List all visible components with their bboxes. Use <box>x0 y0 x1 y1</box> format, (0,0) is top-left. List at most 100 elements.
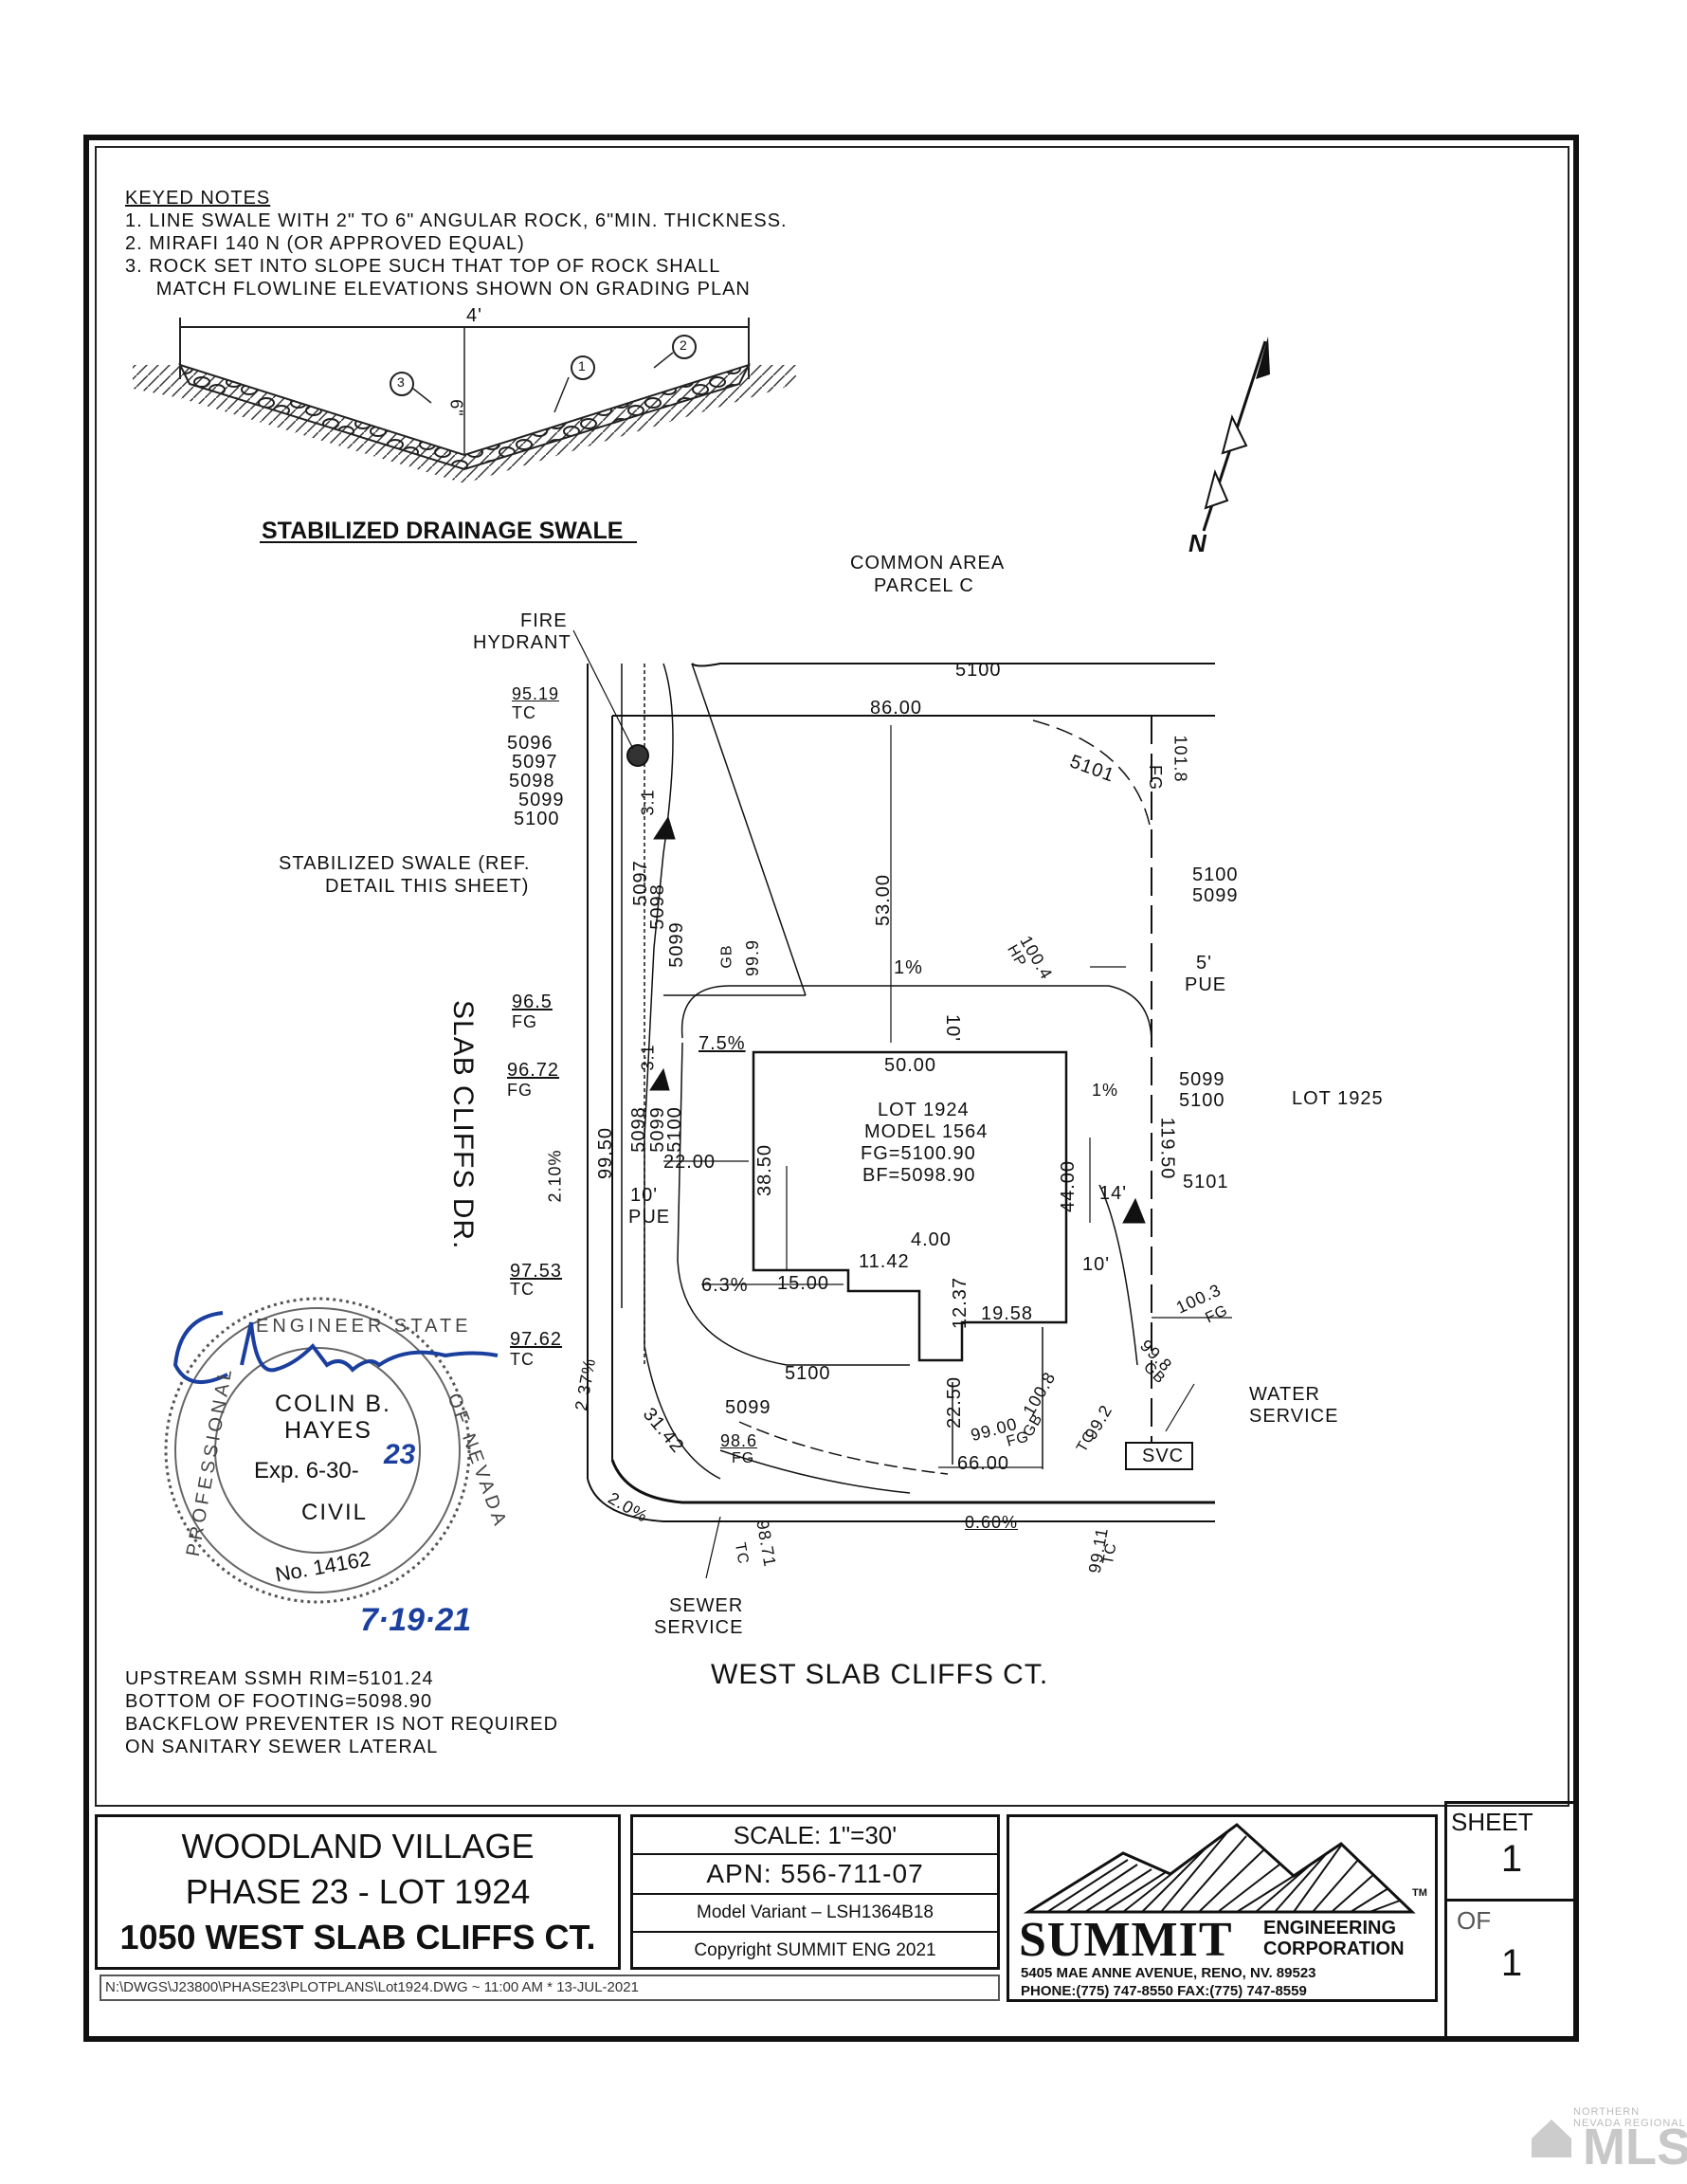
stabilized-swale-ref: DETAIL THIS SHEET) <box>325 876 530 897</box>
engineer-seal <box>164 1297 471 1604</box>
elev-95-19: 95.19 <box>512 684 560 703</box>
water-label: WATER <box>1249 1384 1320 1405</box>
pue-5-text: PUE <box>1185 974 1227 995</box>
model-variant-text: Model Variant – LSH1364B18 <box>633 1895 997 1933</box>
model-label: MODEL 1564 <box>864 1121 989 1142</box>
dim-22-50: 22.50 <box>944 1375 966 1429</box>
lot-1924-label: LOT 1924 <box>878 1100 970 1120</box>
seal-exp: Exp. 6-30- <box>254 1458 359 1483</box>
contour-5100-right: 5100 <box>1192 864 1239 885</box>
common-area-label: COMMON AREA <box>850 553 1006 573</box>
scale-text: SCALE: 1"=30' <box>633 1817 997 1855</box>
parcel-c-label: PARCEL C <box>874 575 974 596</box>
keyed-note-3b: MATCH FLOWLINE ELEVATIONS SHOWN ON GRADI… <box>125 279 751 300</box>
elev-96-5: 96.5 <box>512 992 553 1012</box>
contour-5099-right: 5099 <box>1192 885 1239 906</box>
lot-lines <box>572 629 1232 1579</box>
of-label: OF <box>1457 1906 1492 1935</box>
contour-5100-bottom: 5100 <box>785 1363 831 1384</box>
swale-width-label: 4' <box>466 305 482 326</box>
contour-5099-left: 5099 <box>665 921 687 968</box>
lot-1925-label: LOT 1925 <box>1292 1088 1384 1109</box>
seal-ring-top: ENGINEER STATE <box>256 1316 472 1337</box>
dim-11-42: 11.42 <box>859 1251 910 1272</box>
sheet-number: 1 <box>1500 1838 1523 1880</box>
pue-10-label: 10' <box>630 1185 659 1206</box>
contour-5100-left2: 5100 <box>663 1106 685 1153</box>
mountain-logo-icon <box>1023 1823 1416 1914</box>
dim-53-00: 53.00 <box>873 873 895 927</box>
stabilized-swale-label: STABILIZED SWALE (REF. <box>279 853 531 874</box>
title-block-sheet: SHEET 1 OF 1 <box>1444 1801 1579 2042</box>
project-line-2: PHASE 23 - LOT 1924 <box>185 1872 531 1911</box>
dim-66-00: 66.00 <box>957 1453 1010 1474</box>
slope-1pct-top: 1% <box>894 957 923 978</box>
tm-mark: TM <box>1412 1887 1427 1899</box>
elev-97-53: 97.53 <box>510 1261 563 1282</box>
bottom-note-2: BOTTOM OF FOOTING=5098.90 <box>125 1691 433 1712</box>
fire-label: FIRE <box>520 610 568 631</box>
street-west-slab-cliffs-ct: WEST SLAB CLIFFS CT. <box>711 1659 1049 1690</box>
dim-19-58: 19.58 <box>981 1303 1034 1324</box>
slope-1pct-right: 1% <box>1092 1081 1119 1100</box>
contour-5099-bottom: 5099 <box>725 1397 771 1418</box>
bottom-note-3: BACKFLOW PREVENTER IS NOT REQUIRED <box>125 1714 559 1735</box>
drawing-sheet-border <box>83 135 1579 2042</box>
grade-tc-2: TC <box>731 1540 752 1566</box>
slope-7-5pct: 7.5% <box>698 1033 746 1054</box>
apn-text: APN: 556-711-07 <box>633 1855 997 1895</box>
seal-name-2: HAYES <box>284 1417 372 1444</box>
callout-3: 3 <box>397 374 406 390</box>
project-line-1: WOODLAND VILLAGE <box>181 1827 535 1866</box>
title-block-scale: SCALE: 1"=30' APN: 556-711-07 Model Vari… <box>630 1814 1000 1970</box>
contour-5101-right: 5101 <box>1183 1172 1229 1192</box>
slope-6-3pct: 6.3% <box>701 1275 749 1296</box>
swale-depth-label: 6" <box>446 399 466 417</box>
contour-5099: 5099 <box>518 790 565 810</box>
contour-5097: 5097 <box>512 752 558 773</box>
sheet-label: SHEET <box>1451 1808 1533 1836</box>
bf-label: BF=5098.90 <box>862 1165 976 1186</box>
bottom-note-4: ON SANITARY SEWER LATERAL <box>125 1737 439 1757</box>
signature-icon <box>172 1311 499 1384</box>
water-service-label: SERVICE <box>1249 1406 1339 1427</box>
dim-10-top: 10' <box>942 1013 964 1043</box>
elev-97-62: 97.62 <box>510 1329 563 1350</box>
elev-tc-3: TC <box>510 1350 535 1369</box>
slope-2-10pct: 2.10% <box>545 1149 565 1203</box>
bottom-note-1: UPSTREAM SSMH RIM=5101.24 <box>125 1668 434 1689</box>
file-path: N:\DWGS\J23800\PHASE23\PLOTPLANS\Lot1924… <box>100 1975 1000 2001</box>
slope-0-60pct: 0.60% <box>965 1513 1019 1532</box>
dim-119-50: 119.50 <box>1156 1117 1178 1180</box>
grade-fg-1: FG <box>1146 765 1165 791</box>
watermark-mls: MLS <box>1583 2119 1687 2175</box>
keyed-note-3: 3. ROCK SET INTO SLOPE SUCH THAT TOP OF … <box>125 256 721 277</box>
dim-15-00: 15.00 <box>777 1273 830 1294</box>
dim-38-50: 38.50 <box>754 1143 776 1197</box>
dim-4-00: 4.00 <box>911 1229 952 1250</box>
sewer-service-label: SERVICE <box>654 1617 744 1638</box>
elev-fg-2: FG <box>507 1081 533 1100</box>
street-slab-cliffs-dr: SLAB CLIFFS DR. <box>447 1000 479 1250</box>
dim-10-right: 10' <box>1082 1254 1111 1275</box>
contour-5100: 5100 <box>514 809 560 829</box>
company-sub-1: ENGINEERING <box>1263 1918 1397 1938</box>
sewer-label: SEWER <box>669 1595 744 1616</box>
seal-civil: CIVIL <box>301 1500 369 1525</box>
slope-3-1-top: 3:1 <box>638 789 658 816</box>
seal-name-1: COLIN B. <box>275 1391 391 1417</box>
seal-date: 7·19·21 <box>360 1602 472 1638</box>
company-name: SUMMIT <box>1019 1913 1233 1967</box>
copyright-text: Copyright SUMMIT ENG 2021 <box>694 1940 936 1960</box>
contour-5098: 5098 <box>509 771 555 792</box>
company-phone: PHONE:(775) 747-8550 FAX:(775) 747-8559 <box>1021 1983 1307 1999</box>
contour-5096: 5096 <box>507 733 553 754</box>
contour-5100-top: 5100 <box>955 660 1002 681</box>
grade-99-9: 99.9 <box>743 938 763 977</box>
dim-50-00: 50.00 <box>884 1055 937 1076</box>
dim-86-00: 86.00 <box>870 698 923 719</box>
callout-1: 1 <box>578 358 587 373</box>
north-label: N <box>1188 529 1206 557</box>
elev-96-72: 96.72 <box>507 1060 560 1081</box>
swale-detail-title: STABILIZED DRAINAGE SWALE <box>262 518 624 544</box>
